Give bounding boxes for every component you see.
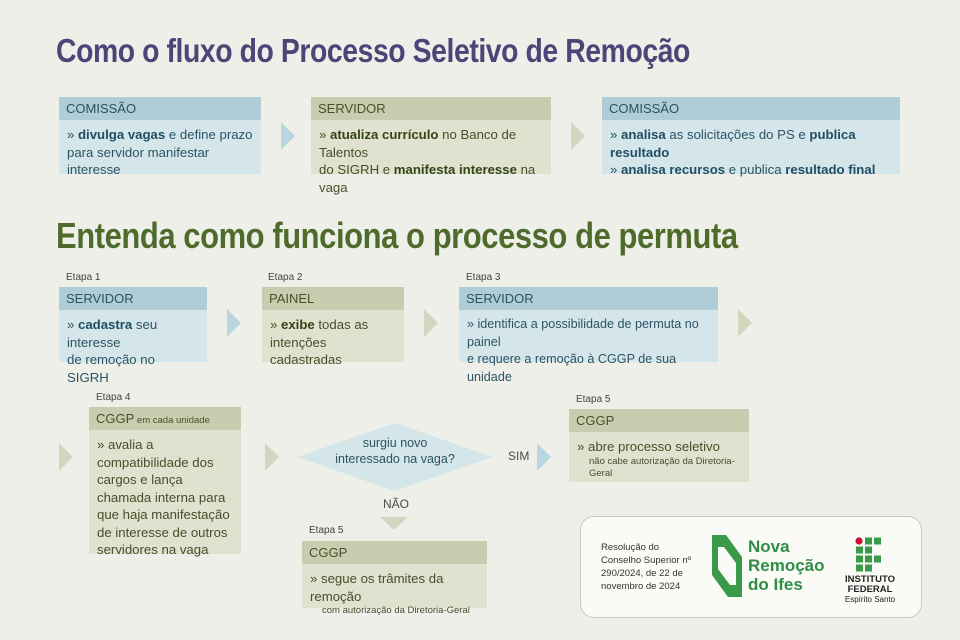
decision-diamond (297, 423, 493, 491)
arrow-right-icon (281, 122, 295, 150)
arrow-right-icon (227, 309, 241, 337)
resolution-text: Resolução do Conselho Superior nº 290/20… (601, 542, 692, 592)
arrow-right-icon (738, 309, 752, 337)
step-label: Etapa 1 (66, 272, 101, 283)
flow-box-comissao-1: COMISSÃO » divulga vagas e define prazo … (59, 97, 261, 177)
step-1-box: SERVIDOR » cadastra seu interesse de rem… (59, 287, 207, 385)
arrow-right-icon (265, 443, 279, 471)
box-header: CGGP (569, 409, 749, 432)
step-label: Etapa 2 (268, 272, 303, 283)
yes-label: SIM (508, 449, 530, 463)
nova-remocao-logo-icon (712, 535, 742, 597)
box-body: » atualiza currículo no Banco de Talento… (311, 120, 551, 195)
logo-text: Nova Remoção do Ifes (748, 537, 825, 594)
box-header: PAINEL (262, 287, 404, 310)
step-2-box: PAINEL » exibe todas as intenções cadast… (262, 287, 404, 367)
flow-box-servidor: SERVIDOR » atualiza currículo no Banco d… (311, 97, 551, 195)
box-body: » abre processo seletivo não cabe autori… (569, 432, 749, 482)
flow-title: Como o fluxo do Processo Seletivo de Rem… (56, 32, 690, 69)
step-label: Etapa 5 (576, 394, 611, 405)
box-body: » analisa as solicitações do PS e public… (602, 120, 900, 177)
box-header: COMISSÃO (59, 97, 261, 120)
box-header: SERVIDOR (459, 287, 718, 310)
if-name: INSTITUTO FEDERAL Espírito Santo (844, 574, 896, 605)
box-header: COMISSÃO (602, 97, 900, 120)
arrow-right-icon (571, 122, 585, 150)
box-header: CGGP (302, 541, 487, 564)
box-body: » identifica a possibilidade de permuta … (459, 310, 718, 384)
box-body: » divulga vagas e define prazo para serv… (59, 120, 261, 177)
box-body: » avalia a compatibilidade dos cargos e … (89, 430, 241, 557)
arrow-right-icon (424, 309, 438, 337)
step-label: Etapa 3 (466, 272, 501, 283)
box-header: SERVIDOR (59, 287, 207, 310)
step-label: Etapa 5 (309, 525, 344, 536)
box-header: SERVIDOR (311, 97, 551, 120)
box-body: » segue os trâmites da remoção com autor… (302, 564, 487, 616)
step-label: Etapa 4 (96, 392, 131, 403)
arrow-right-icon (537, 443, 551, 471)
box-body: » cadastra seu interesse de remoção no S… (59, 310, 207, 385)
instituto-federal-logo-icon (855, 537, 881, 572)
flow-box-comissao-2: COMISSÃO » analisa as solicitações do PS… (602, 97, 900, 177)
arrow-down-icon (380, 517, 408, 530)
box-header: CGGP em cada unidade (89, 407, 241, 430)
decision-text: surgiu novo interessado na vaga? (335, 436, 455, 466)
step-5-yes-box: CGGP » abre processo seletivo não cabe a… (569, 409, 749, 482)
no-label: NÃO (383, 497, 410, 511)
step-3-box: SERVIDOR » identifica a possibilidade de… (459, 287, 718, 384)
step-5-no-box: CGGP » segue os trâmites da remoção com … (302, 541, 487, 616)
footer-card: Resolução do Conselho Superior nº 290/20… (580, 516, 922, 618)
arrow-right-icon (59, 443, 73, 471)
permuta-title: Entenda como funciona o processo de perm… (56, 215, 738, 256)
step-4-box: CGGP em cada unidade » avalia a compatib… (89, 407, 241, 557)
box-body: » exibe todas as intenções cadastradas (262, 310, 404, 367)
